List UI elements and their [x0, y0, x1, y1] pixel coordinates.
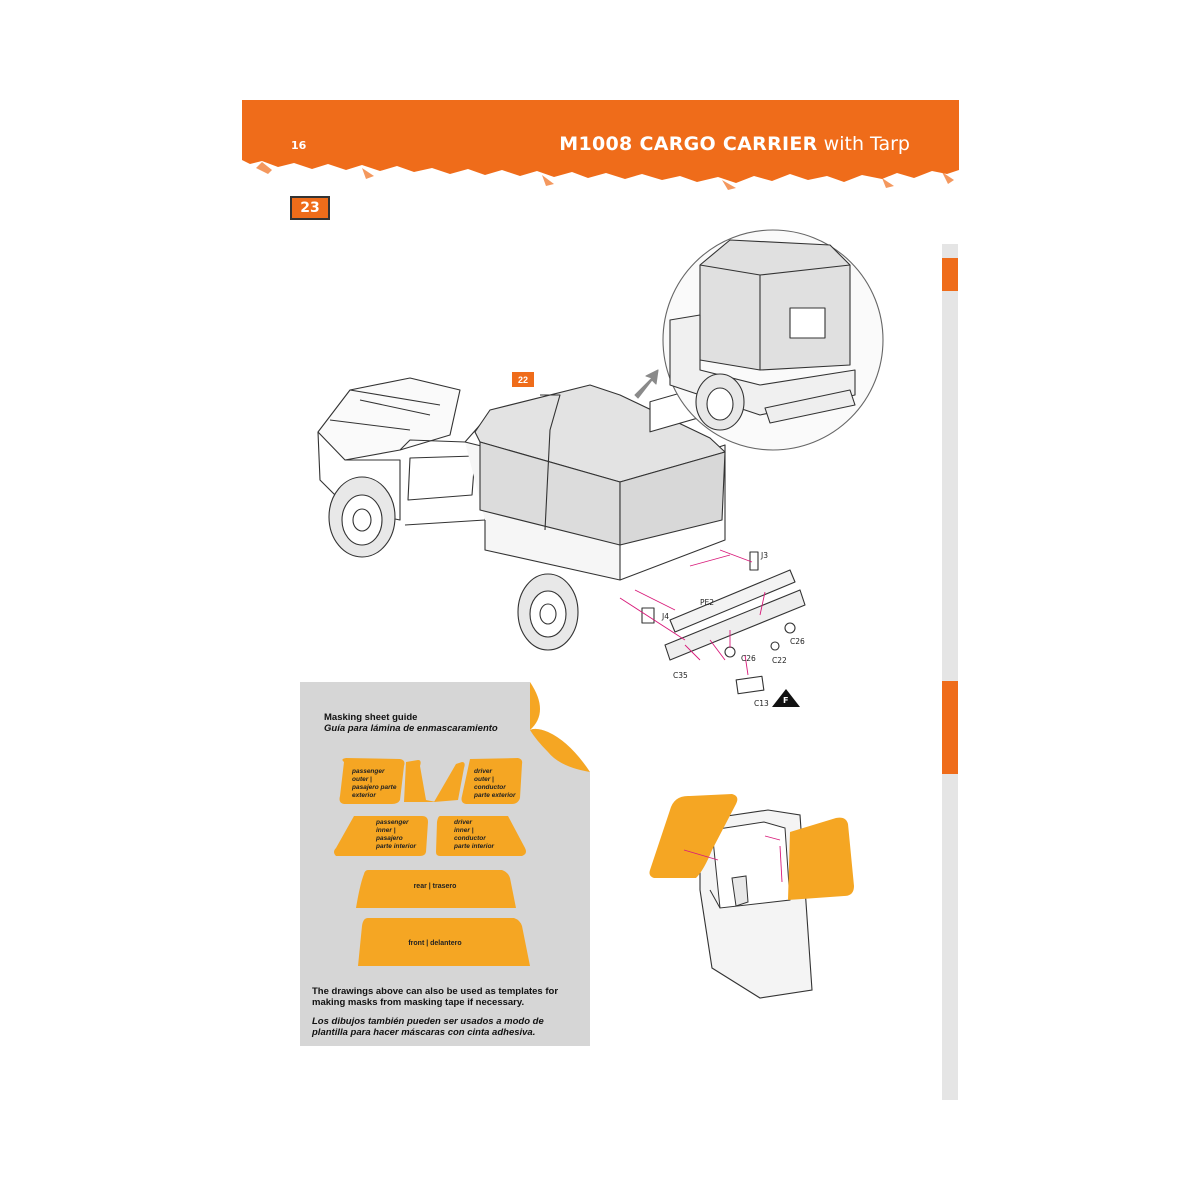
label-line: inner |	[454, 827, 474, 834]
mask-passenger-inner	[334, 816, 428, 856]
header-banner	[242, 100, 959, 192]
door-masking-illustration	[649, 794, 854, 999]
page-curl-corner	[530, 682, 590, 772]
title-main: M1008 CARGO CARRIER	[559, 133, 818, 155]
label-line: driver	[474, 768, 493, 775]
mask-driver-outer-small	[434, 762, 465, 802]
triangle-marker-icon	[772, 689, 800, 707]
label-line: driver	[454, 819, 473, 826]
part-label-j4: J4	[662, 612, 669, 621]
mask-templates	[334, 758, 530, 966]
label-line: outer |	[474, 776, 494, 783]
label-driver-outer: driver outer | conductor parte exterior	[474, 768, 516, 800]
header-brush-shape	[242, 100, 959, 190]
label-driver-inner: driver inner | conductor parte interior	[454, 819, 494, 851]
part-label-c26: C26	[741, 654, 756, 663]
side-index-marker	[942, 681, 958, 774]
label-passenger-outer: passenger outer | pasajero parte exterio…	[352, 768, 396, 800]
label-line: parte interior	[376, 843, 417, 850]
section-marker-label: F	[783, 696, 789, 705]
reference-step-badge: 22	[512, 372, 534, 387]
masking-note-es: Los dibujos también pueden ser usados a …	[312, 1016, 544, 1038]
label-rear: rear | trasero	[413, 883, 457, 890]
label-front: front | delantero	[408, 940, 462, 947]
side-index-bar	[942, 244, 958, 1100]
mask-front	[358, 918, 530, 966]
label-line: parte exterior	[474, 792, 516, 799]
mask-passenger-outer	[339, 758, 405, 804]
label-line: inner |	[376, 827, 396, 834]
mask-rear	[356, 870, 516, 908]
label-passenger-inner: passenger inner | pasajero parte interio…	[376, 819, 416, 851]
masking-guide-title: Masking sheet guide	[324, 712, 418, 723]
page-title: M1008 CARGO CARRIER with Tarp	[559, 133, 910, 155]
part-label-j3: J3	[761, 551, 768, 560]
mask-driver-inner	[436, 816, 526, 856]
mask-passenger-outer-small	[404, 760, 436, 802]
label-line: pasajero parte	[352, 784, 397, 791]
mask-driver-outer	[461, 758, 523, 804]
masking-guide-panel: Masking sheet guide Guía para lámina de …	[300, 682, 590, 1046]
masking-guide-title-es: Guía para lámina de enmascaramiento	[324, 723, 498, 734]
label-line: passenger	[352, 768, 385, 775]
masking-note-en: The drawings above can also be used as t…	[312, 986, 559, 1008]
page-number: 16	[291, 139, 307, 152]
part-label-c13: C13	[754, 699, 769, 708]
label-line: exterior	[352, 792, 376, 799]
arrow-right-icon	[634, 369, 659, 399]
label-line: pasajero	[376, 835, 403, 842]
title-sub: with Tarp	[823, 133, 910, 155]
label-line: conductor	[474, 784, 506, 791]
step-number-badge: 23	[290, 196, 330, 220]
part-label-c26: C26	[790, 637, 805, 646]
truck-assembly-illustration	[317, 229, 884, 695]
part-label-c35: C35	[673, 671, 688, 680]
side-index-marker	[942, 258, 958, 291]
label-line: parte interior	[454, 843, 495, 850]
part-label-pe2: PE2	[700, 598, 715, 607]
label-line: outer |	[352, 776, 372, 783]
label-line: passenger	[376, 819, 409, 826]
part-label-c22: C22	[772, 656, 787, 665]
label-line: conductor	[454, 835, 486, 842]
